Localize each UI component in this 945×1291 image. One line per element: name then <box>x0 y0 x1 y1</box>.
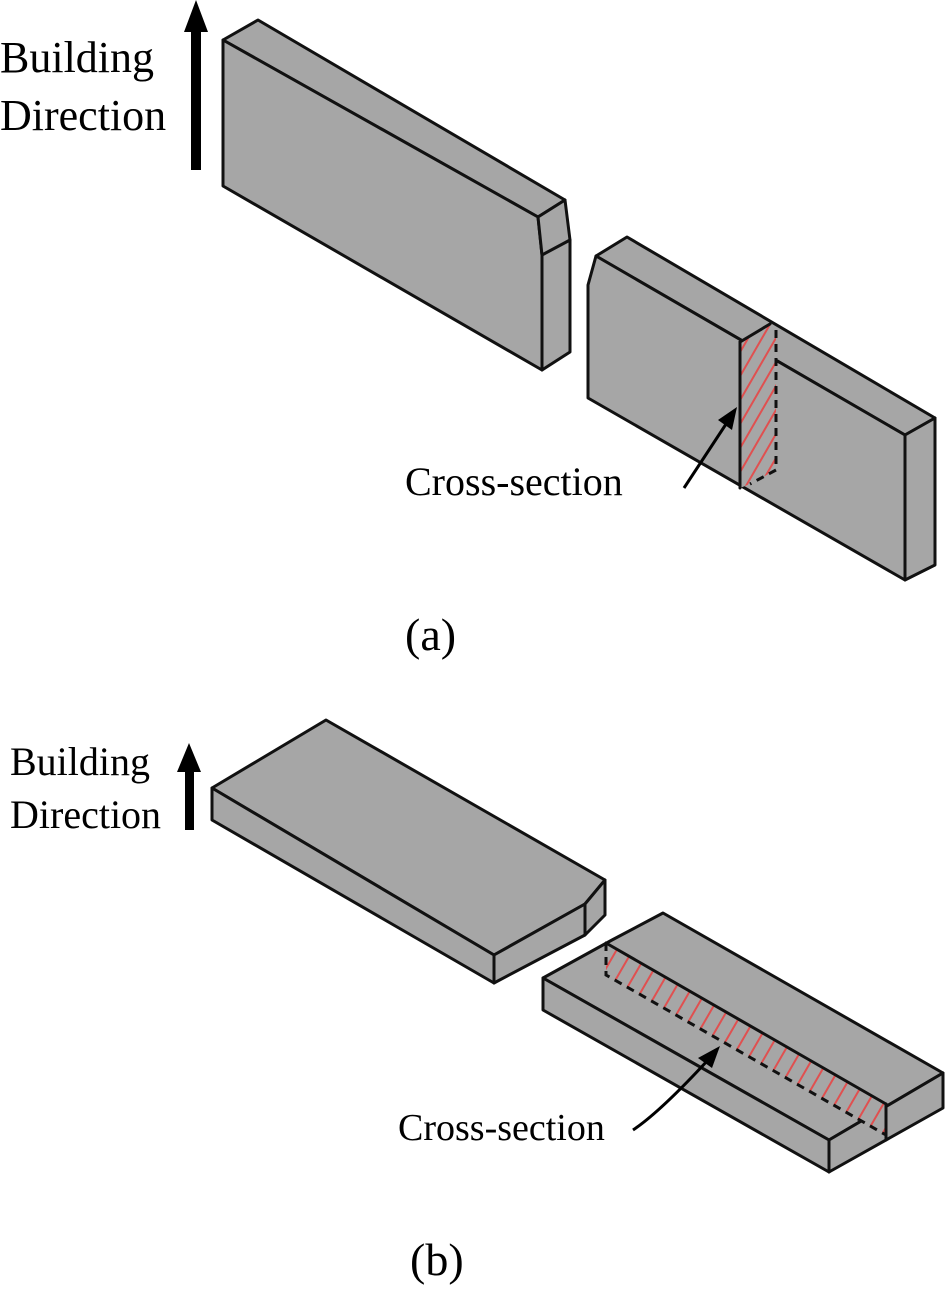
caption-b: (b) <box>410 1234 464 1285</box>
annotation-arrow-icon <box>682 407 737 489</box>
cross-section-label: Cross-section <box>398 1107 605 1149</box>
direction-label-line1: Building <box>0 33 154 82</box>
cross-section-hidden-edge <box>749 330 778 486</box>
specimen-half-left <box>210 718 607 985</box>
specimen-half-right <box>541 911 945 1174</box>
cross-section-label: Cross-section <box>405 459 623 504</box>
cross-section-top-edge <box>738 322 772 344</box>
end-face <box>536 198 572 372</box>
cross-section-hatch <box>606 943 886 1135</box>
end-face <box>903 416 937 582</box>
cross-section-edge <box>604 941 888 1106</box>
annotation-arrow-icon <box>632 1046 720 1132</box>
front-face <box>221 38 544 372</box>
cross-section-hatch <box>740 324 776 488</box>
direction-label-line2: Direction <box>0 91 166 140</box>
specimen-half-left <box>221 18 572 372</box>
cross-section-hidden-edge <box>604 943 887 1137</box>
building-direction-arrow-icon <box>177 743 201 830</box>
panel-b: Building Direction Cross-section (b) <box>10 718 945 1285</box>
specimen-half-right <box>586 235 937 582</box>
panel-a: Building Direction Cross-section (a) <box>0 0 937 660</box>
fracture-edge <box>540 238 572 257</box>
direction-label-line1: Building <box>10 739 150 784</box>
direction-label-line2: Direction <box>10 792 161 837</box>
building-direction-arrow-icon <box>184 0 208 170</box>
caption-a: (a) <box>405 609 456 660</box>
end-face-fracture <box>583 878 607 937</box>
